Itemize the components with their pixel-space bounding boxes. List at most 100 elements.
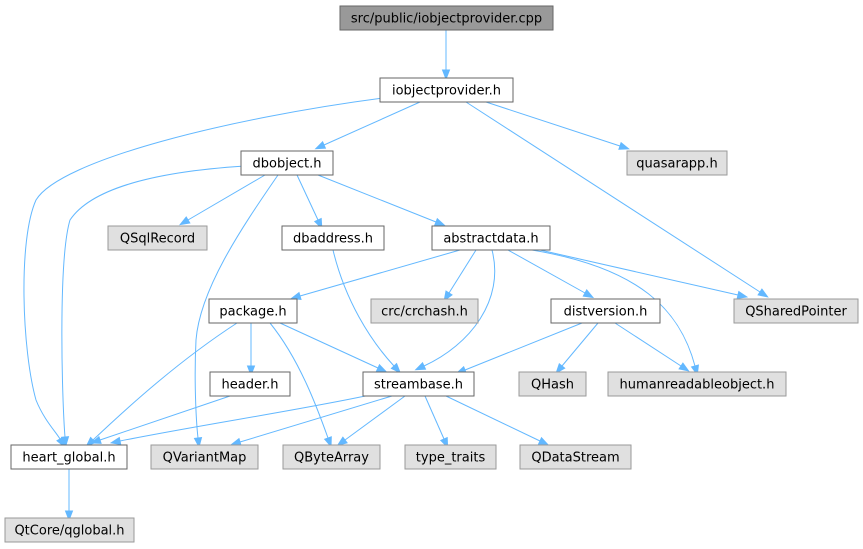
edge-line: [269, 322, 329, 439]
node-crchash: crc/crchash.h: [370, 298, 479, 324]
node-label: QtCore/qglobal.h: [14, 524, 124, 539]
node-label: crc/crchash.h: [381, 305, 468, 320]
edge-streambase-to-typetraits: [424, 395, 449, 449]
node-abstractdata[interactable]: abstractdata.h: [431, 225, 551, 251]
edge-line: [507, 249, 586, 294]
edge-dbobject-to-abstractdata: [317, 174, 446, 226]
arrowhead: [314, 140, 327, 150]
node-label: streambase.h: [374, 378, 463, 393]
edge-line: [464, 322, 583, 371]
node-box: [519, 444, 632, 470]
edge-line: [194, 174, 279, 439]
edge-line: [344, 395, 406, 441]
edge-line: [299, 249, 461, 297]
edges-layer: [23, 30, 769, 522]
edge-line: [448, 249, 477, 294]
node-distversion[interactable]: distversion.h: [550, 298, 661, 324]
node-box: [150, 444, 259, 470]
edge-streambase-to-qvariantmap: [230, 395, 393, 446]
edge-line: [92, 322, 238, 441]
node-box: [339, 5, 554, 31]
node-box: [379, 77, 514, 103]
edge-iobjectprovider-to-heartglobal: [23, 97, 384, 449]
arrowhead: [443, 290, 453, 302]
node-quasarapp: quasarapp.h: [626, 150, 728, 176]
edge-distversion-to-qhash: [555, 322, 599, 374]
node-box: [10, 444, 128, 470]
node-box: [607, 371, 787, 397]
node-dbaddress[interactable]: dbaddress.h: [281, 225, 385, 251]
arrowhead: [179, 216, 191, 226]
arrowhead: [60, 436, 70, 448]
arrowhead: [193, 437, 203, 449]
edge-line: [424, 395, 445, 440]
edge-line: [323, 101, 421, 146]
edge-abstractdata-to-qsharedpointer: [539, 249, 749, 300]
edge-dbobject-to-dbaddress: [296, 174, 323, 230]
edge-abstractdata-to-package: [290, 249, 461, 300]
node-package[interactable]: package.h: [208, 298, 298, 324]
edge-line: [539, 249, 739, 296]
node-box: [518, 371, 587, 397]
node-box: [209, 371, 291, 397]
node-box: [362, 371, 475, 397]
arrowhead: [64, 510, 74, 522]
node-label: QVariantMap: [163, 451, 247, 466]
node-streambase[interactable]: streambase.h: [362, 371, 475, 397]
edge-abstractdata-to-crchash: [443, 249, 477, 302]
edge-line: [465, 101, 761, 293]
edge-root-to-iobjectprovider: [441, 30, 451, 81]
node-label: type_traits: [416, 451, 486, 466]
node-label: quasarapp.h: [636, 157, 717, 172]
node-humanreadable: humanreadableobject.h: [607, 371, 787, 397]
node-box: [282, 444, 381, 470]
node-qbytearray: QByteArray: [282, 444, 381, 470]
node-dbobject[interactable]: dbobject.h: [240, 150, 334, 176]
edge-streambase-to-heartglobal: [109, 394, 371, 446]
edge-distversion-to-streambase: [455, 322, 583, 374]
node-iobjectprovider[interactable]: iobjectprovider.h: [379, 77, 514, 103]
edge-package-to-qbytearray: [269, 322, 332, 448]
arrowhead: [618, 141, 630, 150]
node-label: dbaddress.h: [293, 232, 373, 247]
arrowhead: [441, 69, 451, 81]
node-box: [208, 298, 298, 324]
edge-abstractdata-to-distversion: [507, 249, 595, 299]
arrowhead: [433, 217, 446, 226]
node-qglobal: QtCore/qglobal.h: [4, 517, 135, 543]
edge-dbobject-to-heartglobal: [60, 165, 246, 448]
node-box: [281, 225, 385, 251]
node-label: QByteArray: [294, 451, 369, 466]
edge-package-to-streambase: [279, 322, 388, 373]
node-box: [626, 150, 728, 176]
edge-heartglobal-to-qglobal: [64, 469, 74, 522]
edge-line: [239, 395, 393, 443]
node-box: [404, 444, 497, 470]
edge-dbaddress-to-streambase: [332, 249, 402, 374]
edge-iobjectprovider-to-quasarapp: [485, 101, 630, 150]
edge-streambase-to-qdatastream: [445, 395, 550, 446]
node-label: dbobject.h: [253, 157, 322, 172]
node-qvariantmap: QVariantMap: [150, 444, 259, 470]
node-label: QSharedPointer: [745, 305, 847, 320]
arrowhead: [537, 436, 550, 446]
node-header[interactable]: header.h: [209, 371, 291, 397]
arrowhead: [375, 363, 388, 373]
node-label: QHash: [531, 378, 574, 393]
edge-line: [317, 174, 437, 223]
nodes-layer: src/public/iobjectprovider.cpp iobjectpro…: [4, 5, 859, 543]
node-label: src/public/iobjectprovider.cpp: [351, 12, 542, 27]
arrowhead: [246, 365, 256, 377]
arrowhead: [555, 362, 566, 374]
node-heartglobal[interactable]: heart_global.h: [10, 444, 128, 470]
edge-header-to-heartglobal: [90, 395, 231, 444]
edge-line: [445, 395, 541, 442]
arrowhead: [85, 436, 97, 448]
node-qsharedpointer: QSharedPointer: [733, 298, 859, 324]
edge-dbobject-to-qvariantmap: [193, 174, 279, 449]
node-label: QSqlRecord: [120, 232, 195, 247]
node-label: heart_global.h: [22, 451, 115, 466]
node-label: humanreadableobject.h: [620, 378, 775, 393]
node-qsqlrecord: QSqlRecord: [107, 225, 208, 251]
